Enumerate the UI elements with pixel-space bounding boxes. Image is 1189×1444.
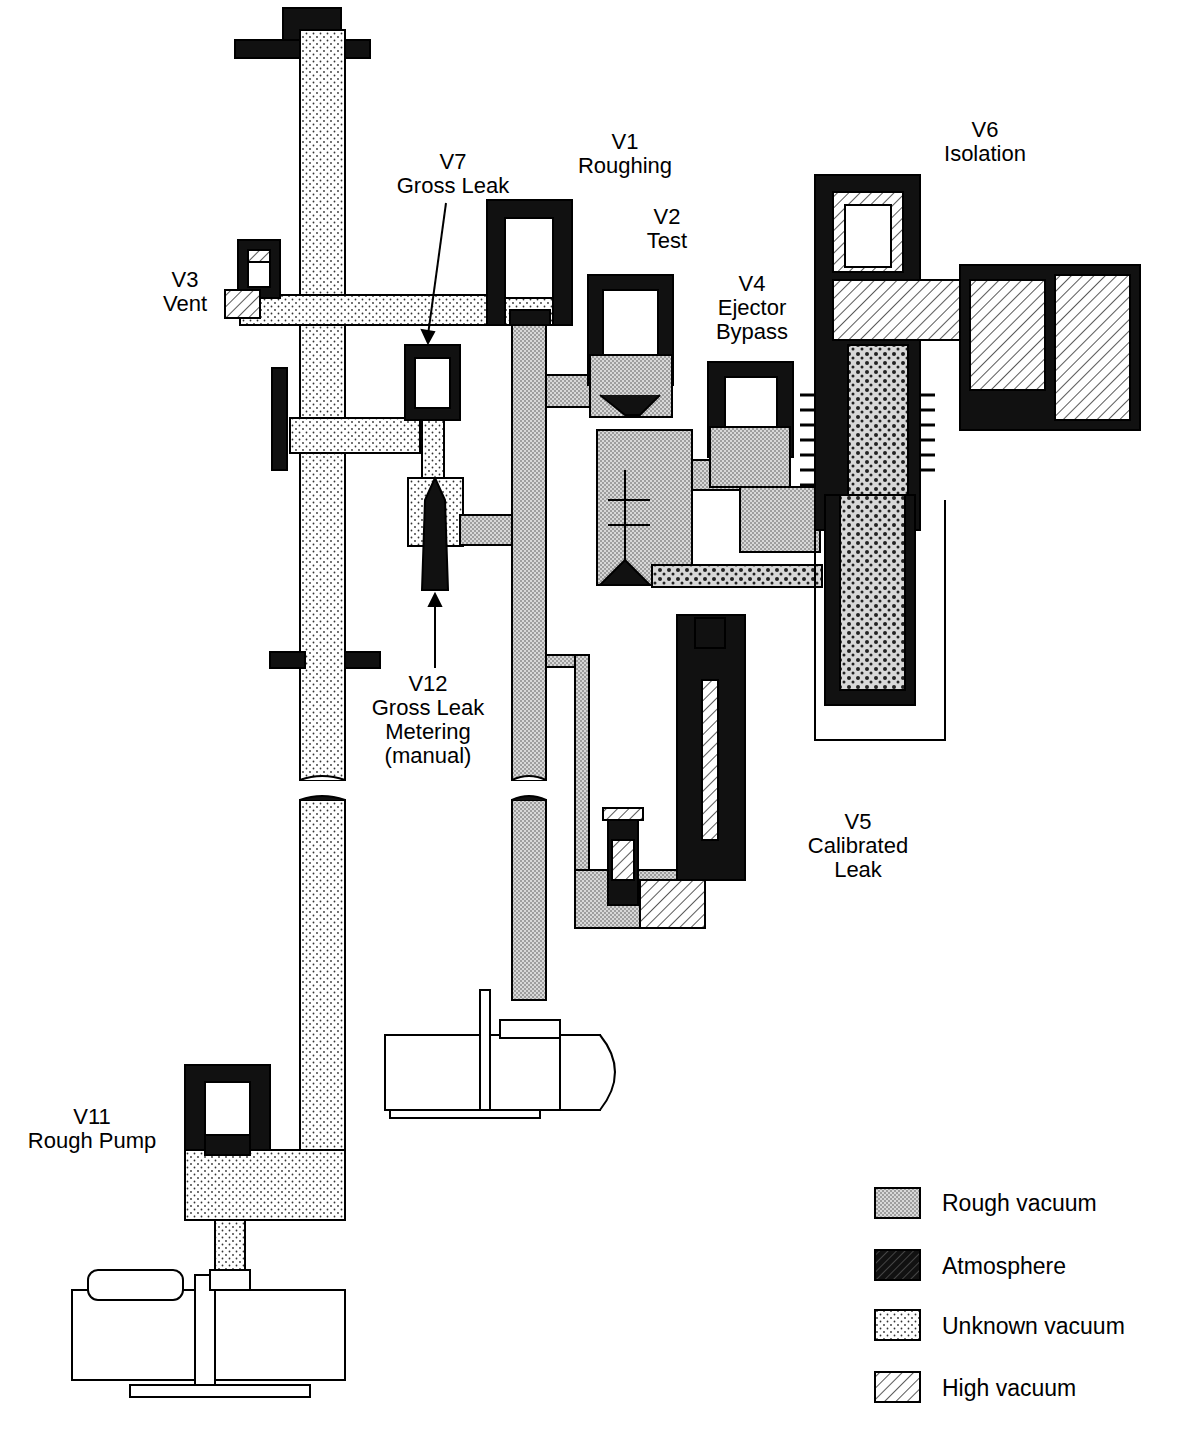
legend-swatch	[875, 1372, 920, 1402]
valve-label: V12 Gross Leak Metering (manual)	[372, 672, 485, 768]
valve-label: V1 Roughing	[578, 130, 672, 178]
legend-swatch	[875, 1188, 920, 1218]
legend-swatch	[875, 1310, 920, 1340]
legend-text: High vacuum	[942, 1375, 1076, 1401]
legend-text: Unknown vacuum	[942, 1313, 1125, 1339]
valve-label: V2 Test	[647, 205, 687, 253]
legend-text: Atmosphere	[942, 1253, 1066, 1279]
valve-label: V11 Rough Pump	[28, 1105, 156, 1153]
valve-label: V6 Isolation	[944, 118, 1026, 166]
valve-label: V4 Ejector Bypass	[716, 272, 788, 344]
valve-label: V7 Gross Leak	[397, 150, 510, 198]
valve-label: V3 Vent	[163, 268, 207, 316]
legend-text: Rough vacuum	[942, 1190, 1097, 1216]
valve-label: V5 Calibrated Leak	[808, 810, 908, 882]
legend-swatch	[875, 1250, 920, 1280]
